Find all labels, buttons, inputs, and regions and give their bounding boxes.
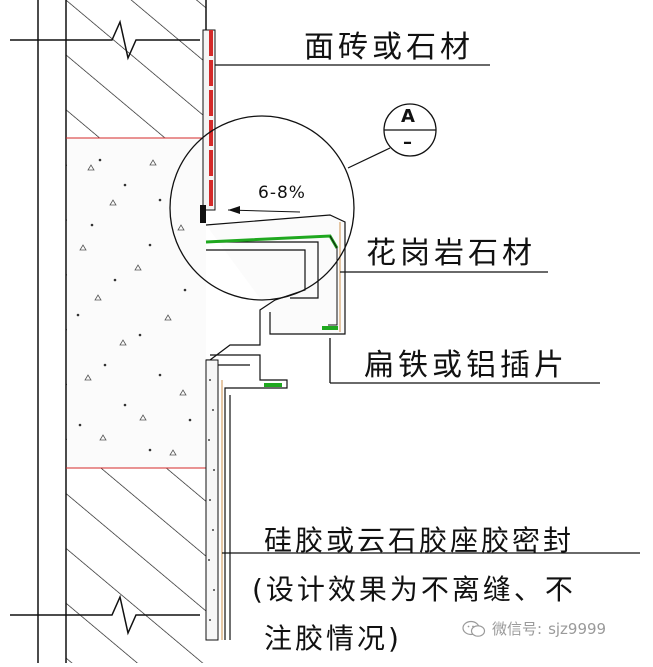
detail-circle: [169, 115, 355, 301]
concrete-band: [66, 137, 206, 469]
watermark-prefix: 微信号:: [492, 620, 543, 638]
wechat-icon: [462, 620, 486, 637]
watermark: 微信号: sjz9999: [462, 618, 606, 639]
label-note-line1: (设计效果为不离缝、不: [252, 573, 576, 606]
metal-insert: [264, 326, 338, 387]
slope-arrow: [227, 206, 301, 214]
facing-tile: [200, 29, 216, 223]
callout-bottom: –: [403, 132, 412, 153]
label-granite: 花岗岩石材: [366, 236, 536, 271]
granite-sill: [205, 214, 346, 335]
sealant-layer: [205, 359, 223, 641]
detail-callout: [347, 103, 437, 169]
label-insert: 扁铁或铝插片: [364, 348, 568, 383]
callout-top: A: [401, 106, 415, 127]
leader-lines: [215, 64, 640, 554]
label-facing-tile: 面砖或石材: [304, 30, 474, 65]
break-lines: [10, 19, 200, 636]
stepped-profile: [206, 249, 306, 640]
label-note-line2: 注胶情况): [264, 622, 402, 655]
watermark-id: sjz9999: [548, 619, 607, 638]
slope-label: 6-8%: [258, 183, 306, 203]
label-sealant: 硅胶或云石胶座胶密封: [264, 524, 575, 557]
